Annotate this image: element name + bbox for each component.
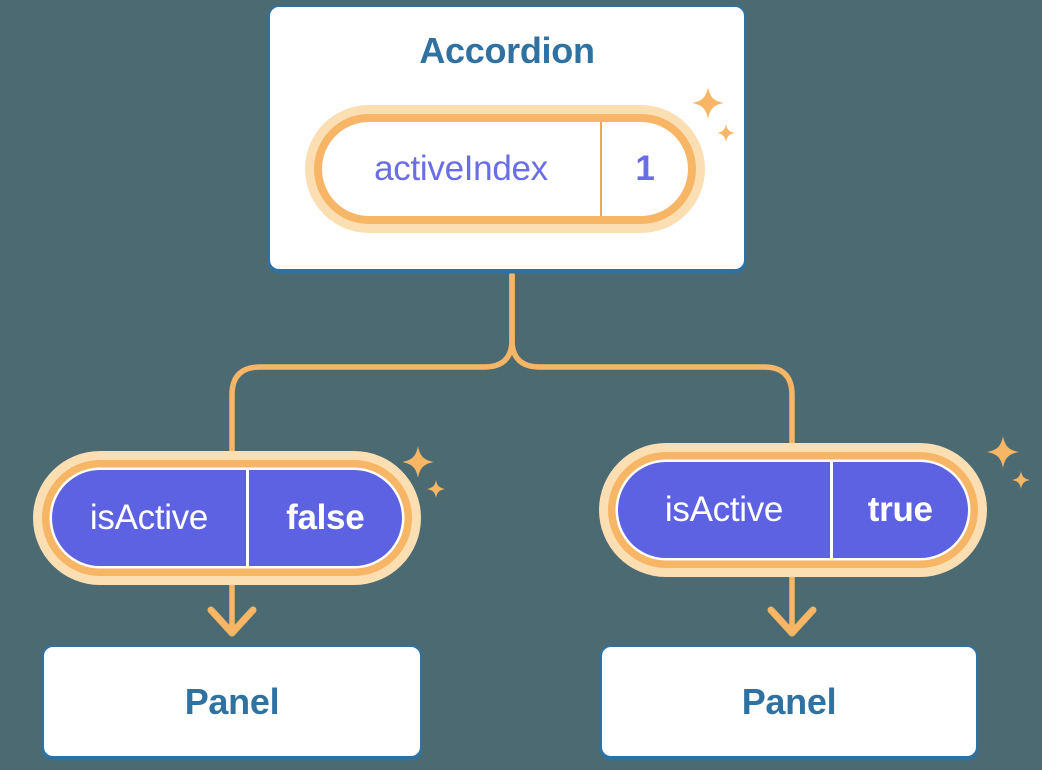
arrow-down-icon bbox=[767, 606, 817, 637]
accordion-title: Accordion bbox=[419, 30, 595, 71]
panel-node-left: Panel bbox=[42, 645, 422, 758]
prop-value: true bbox=[867, 490, 933, 529]
arrow-down-icon bbox=[207, 606, 257, 637]
panel-label: Panel bbox=[741, 680, 837, 722]
panel-label: Panel bbox=[184, 680, 280, 722]
prop-name: isActive bbox=[89, 498, 209, 537]
state-pill-active-index: activeIndex 1 bbox=[322, 122, 688, 216]
prop-value: false bbox=[286, 498, 365, 537]
pill-divider bbox=[600, 122, 602, 216]
panel-node-right: Panel bbox=[600, 645, 978, 758]
connector-right-branch bbox=[509, 267, 795, 630]
state-value: 1 bbox=[635, 149, 655, 188]
pill-divider bbox=[830, 462, 833, 558]
sparkle-icon bbox=[427, 480, 445, 498]
prop-name: isActive bbox=[664, 490, 784, 529]
state-name: activeIndex bbox=[374, 149, 548, 188]
prop-pill-left: isActive false bbox=[52, 470, 402, 566]
sparkle-icon bbox=[1012, 471, 1030, 489]
connector-left-branch bbox=[229, 267, 515, 630]
sparkle-icon bbox=[987, 436, 1019, 468]
sparkle-icon bbox=[402, 446, 434, 478]
prop-pill-right: isActive true bbox=[618, 462, 968, 558]
